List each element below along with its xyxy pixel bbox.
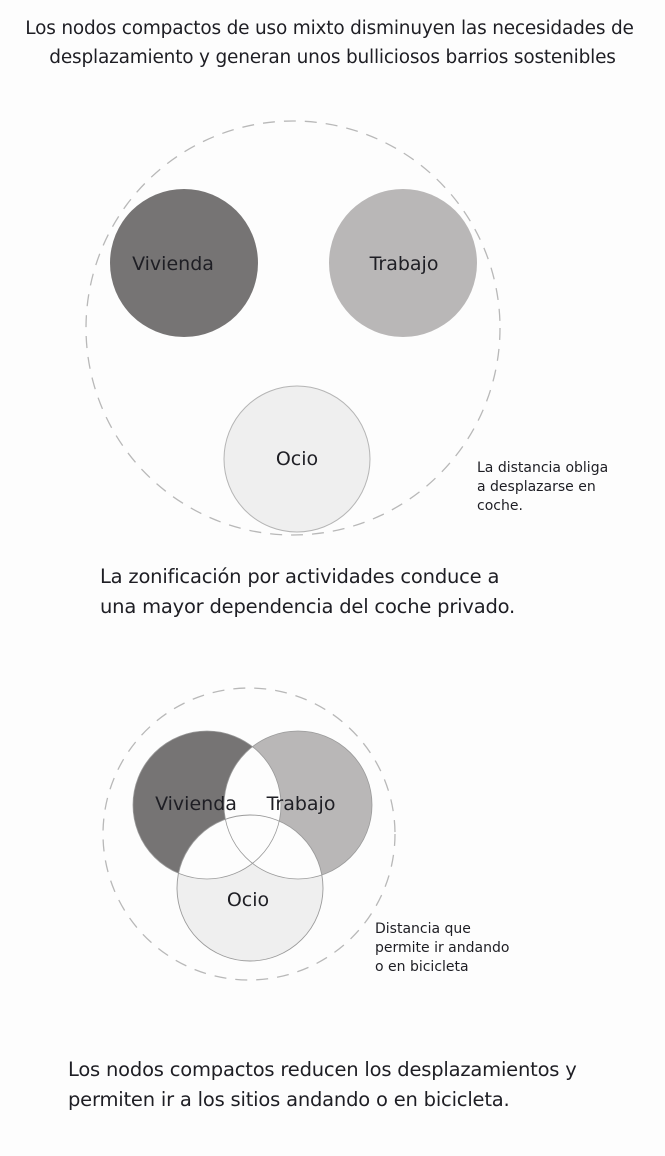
zoned-caption: La zonificación por actividades conduce … [100, 562, 515, 622]
work-outline [223, 730, 373, 880]
compact-distance-note: Distancia que permite ir andando o en bi… [375, 920, 509, 977]
zoned-diagram: Vivienda Trabajo Ocio [85, 120, 501, 536]
compact-caption: Los nodos compactos reducen los desplaza… [68, 1055, 577, 1115]
housing-outline [132, 730, 282, 880]
note-line: coche. [477, 498, 523, 514]
note-line: a desplazarse en [477, 479, 596, 495]
note-line: La distancia obliga [477, 460, 609, 476]
housing-label: Vivienda [155, 793, 237, 815]
note-line: permite ir andando [375, 940, 510, 956]
zoned-distance-note: La distancia obliga a desplazarse en coc… [477, 459, 608, 516]
walking-radius-dashed-circle [85, 120, 501, 536]
title-line-1: Los nodos compactos de uso mixto disminu… [25, 18, 634, 39]
note-line: o en bicicleta [375, 959, 469, 975]
caption-line: La zonificación por actividades conduce … [100, 565, 500, 588]
leisure-label: Ocio [276, 448, 318, 470]
leisure-label: Ocio [227, 889, 269, 911]
caption-line: permiten ir a los sitios andando o en bi… [68, 1088, 510, 1111]
work-label: Trabajo [369, 253, 439, 275]
leisure-outline [176, 814, 324, 962]
note-line: Distancia que [375, 921, 471, 937]
compact-diagram: Vivienda Trabajo Ocio [102, 687, 396, 981]
title-line-2: desplazamiento y generan unos bullicioso… [49, 47, 616, 68]
work-leisure-overlap [224, 815, 323, 879]
housing-circle [110, 189, 258, 337]
walking-radius-dashed-circle [102, 687, 396, 981]
housing-label: Vivienda [132, 253, 214, 275]
caption-line: Los nodos compactos reducen los desplaza… [68, 1058, 577, 1081]
caption-line: una mayor dependencia del coche privado. [100, 595, 516, 618]
work-circle [329, 189, 477, 337]
housing-leisure-overlap [177, 815, 281, 879]
work-label: Trabajo [266, 793, 336, 815]
page-title: Los nodos compactos de uso mixto disminu… [0, 14, 665, 72]
leisure-circle [223, 385, 371, 533]
